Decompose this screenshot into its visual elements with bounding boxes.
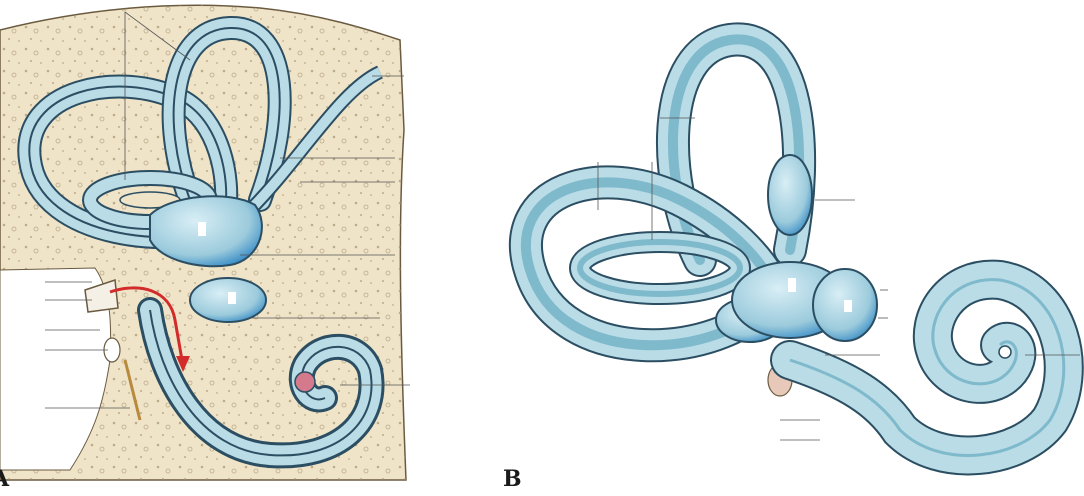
b-saccule-label-marker	[844, 300, 852, 312]
utricle-macula-label-marker	[198, 222, 206, 236]
b-utricle-label-marker	[788, 278, 796, 292]
panel-label-a: A	[0, 466, 9, 492]
cochlea-apex	[295, 372, 315, 392]
saccule-label-marker	[228, 292, 236, 304]
panel-label-b: B	[503, 466, 522, 492]
b-ampulla	[768, 155, 812, 235]
panel-b-membranous-labyrinth	[526, 39, 1080, 455]
panel-a-section	[0, 5, 410, 480]
b-cochlea-apex	[999, 346, 1011, 358]
